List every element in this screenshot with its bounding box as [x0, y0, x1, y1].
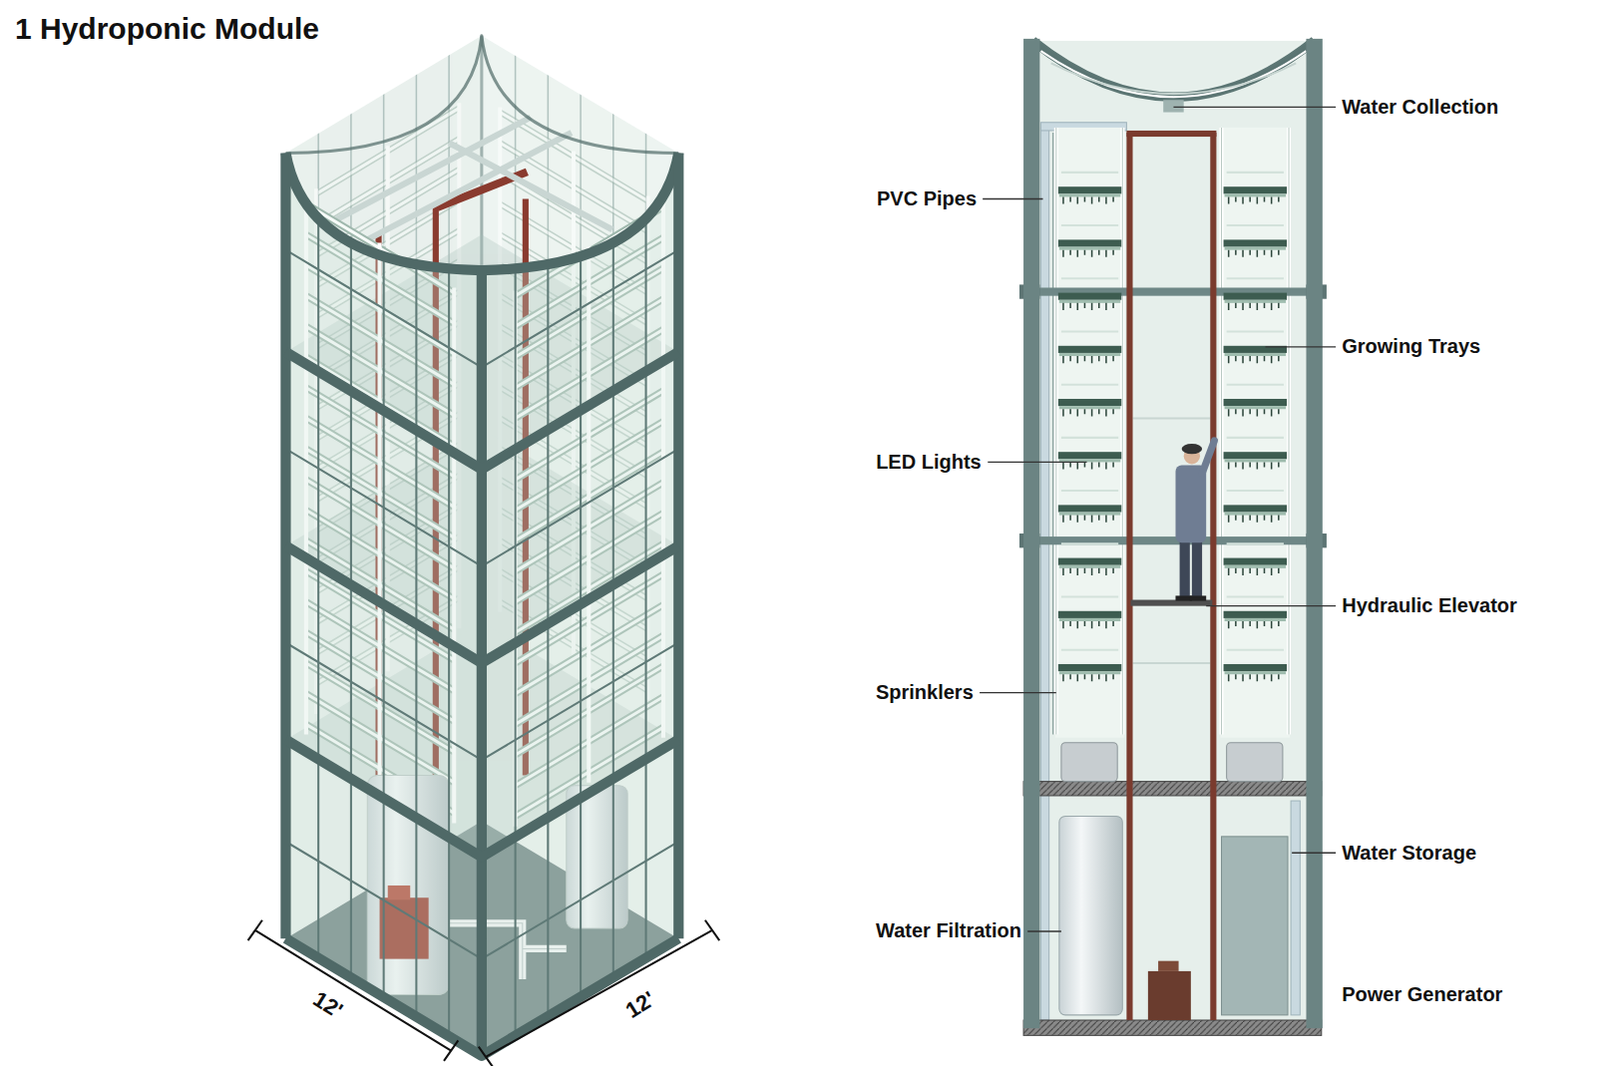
part-label: Water Storage [1341, 841, 1477, 865]
rack-frames [1055, 127, 1290, 739]
dimension-label: 12' [621, 986, 661, 1024]
dimension-lines [248, 920, 721, 1066]
front-right-glass [474, 0, 690, 1066]
part-label: Growing Trays [1341, 335, 1481, 359]
title: 1 Hydroponic Module [14, 11, 320, 47]
elevation-section [979, 38, 1336, 1036]
part-label: Water Filtration [875, 919, 1022, 943]
glass-back [1039, 40, 1306, 1026]
part-label: PVC Pipes [876, 187, 977, 211]
part-label: LED Lights [875, 450, 982, 474]
pumps [1061, 743, 1283, 783]
growing-trays [1058, 172, 1287, 682]
collector [1163, 99, 1184, 112]
part-label: Water Collection [1341, 95, 1499, 119]
part-label: Power Generator [1341, 983, 1503, 1007]
front-left-glass [275, 0, 490, 1066]
sprinkler-line [1052, 132, 1055, 736]
isometric-tower [248, 0, 721, 1066]
hydraulic-elevator [1126, 130, 1216, 1021]
roof-arc [1032, 40, 1314, 97]
top-beams [337, 117, 613, 241]
leader-lines [979, 106, 1336, 932]
frame-posts [1023, 38, 1323, 1029]
steel-frame [285, 35, 679, 1057]
person [1175, 440, 1214, 602]
ground-equipment [1059, 815, 1288, 1021]
pvc-pipes [1040, 122, 1300, 1021]
part-label: Hydraulic Elevator [1341, 594, 1518, 618]
part-label: Sprinklers [875, 681, 974, 705]
dimension-label: 12' [309, 986, 349, 1024]
floor-slabs [1019, 284, 1327, 1036]
